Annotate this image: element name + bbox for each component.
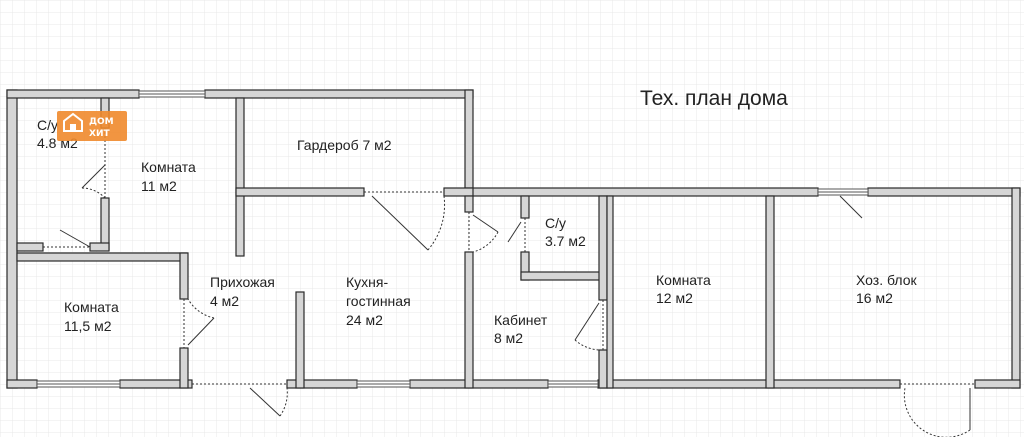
wall-room3-left bbox=[606, 195, 614, 389]
room-kitchen-name: Кухня- bbox=[346, 274, 388, 290]
door-entrance bbox=[192, 383, 288, 417]
door-wardrobe bbox=[364, 191, 446, 251]
wall-top-middle bbox=[204, 89, 474, 99]
door-room1-bottom bbox=[43, 229, 91, 248]
door-bath1 bbox=[81, 128, 106, 199]
wall-bath1-right-b bbox=[100, 197, 110, 251]
wall-room3-right bbox=[765, 195, 775, 389]
wall-bath1-bottom-b bbox=[89, 242, 110, 252]
wall-top-right-a bbox=[464, 187, 819, 197]
room-kitchen-name2: гостинная bbox=[346, 293, 411, 309]
door-room3 bbox=[574, 300, 604, 351]
wall-bath2-left-a bbox=[520, 195, 530, 219]
wall-top-left bbox=[6, 89, 140, 99]
window-top-utility bbox=[817, 188, 869, 196]
logo: ДОМ ХИТ bbox=[57, 111, 127, 141]
logo-line2: ХИТ bbox=[89, 129, 110, 139]
wall-room2-right-b bbox=[179, 347, 189, 389]
house-icon bbox=[63, 112, 83, 132]
door-utility-top bbox=[839, 195, 863, 219]
wall-room2-right-a bbox=[179, 252, 189, 300]
room-bath2-name: С/у bbox=[545, 215, 566, 231]
plan-title: Тех. план дома bbox=[640, 87, 788, 110]
wall-top-right-b bbox=[867, 187, 1021, 197]
room-bath1-name: С/у bbox=[37, 117, 58, 133]
wall-kitchen-right-a bbox=[464, 195, 474, 213]
wall-bath2-right bbox=[598, 195, 608, 301]
room-office-area: 8 м2 bbox=[494, 330, 523, 346]
wall-bath1-bottom-a bbox=[16, 242, 44, 252]
wall-wardrobe-right bbox=[464, 89, 474, 197]
wall-kitchen-stub bbox=[295, 291, 305, 389]
wall-bottom-4 bbox=[409, 379, 549, 389]
room-hall-name: Прихожая bbox=[210, 274, 275, 290]
wall-bath2-bottom bbox=[520, 271, 606, 281]
room-room1-area: 11 м2 bbox=[141, 178, 177, 194]
room-utility-name: Хоз. блок bbox=[856, 272, 918, 288]
wall-bottom-5 bbox=[597, 379, 901, 389]
room-utility-area: 16 м2 bbox=[856, 290, 893, 306]
wall-room2-top bbox=[16, 252, 188, 262]
room-wardrobe-name: Гардероб 7 м2 bbox=[297, 137, 392, 153]
room-room1-name: Комната bbox=[141, 159, 196, 175]
window-bottom-room2 bbox=[36, 380, 121, 388]
logo-badge bbox=[57, 111, 127, 141]
windows bbox=[36, 90, 869, 388]
wall-wardrobe-bottom-b bbox=[443, 187, 474, 197]
room-kitchen-area: 24 м2 bbox=[346, 312, 383, 328]
wall-office-right-b bbox=[598, 349, 608, 389]
doors bbox=[43, 128, 975, 437]
door-utility-bottom bbox=[900, 383, 975, 437]
room-room2-name: Комната bbox=[64, 299, 119, 315]
wall-outer-left bbox=[6, 89, 18, 389]
room-bath2-area: 3.7 м2 bbox=[545, 233, 586, 249]
window-bottom-office bbox=[547, 380, 599, 388]
wall-bottom-1 bbox=[6, 379, 38, 389]
room-labels: С/у 4.8 м2 Комната 11 м2 Гардероб 7 м2 К… bbox=[37, 117, 918, 346]
door-bath2 bbox=[507, 218, 526, 252]
walls bbox=[6, 89, 1021, 389]
window-bottom-kitchen bbox=[356, 380, 411, 388]
logo-line1: ДОМ bbox=[89, 117, 114, 127]
wall-kitchen-right-b bbox=[464, 251, 474, 389]
room-office-name: Кабинет bbox=[494, 312, 548, 328]
room-hall-area: 4 м2 bbox=[210, 293, 239, 309]
window-top-room1 bbox=[138, 90, 206, 98]
wall-bottom-6 bbox=[974, 379, 1021, 389]
door-room2 bbox=[183, 298, 215, 348]
door-office bbox=[468, 212, 499, 253]
room-room3-name: Комната bbox=[656, 272, 711, 288]
room-room3-area: 12 м2 bbox=[656, 290, 693, 306]
wall-outer-right bbox=[1011, 187, 1021, 389]
room-room2-area: 11,5 м2 bbox=[64, 318, 112, 334]
wall-wardrobe-bottom-a bbox=[235, 187, 365, 197]
wall-room1-right bbox=[235, 97, 245, 257]
